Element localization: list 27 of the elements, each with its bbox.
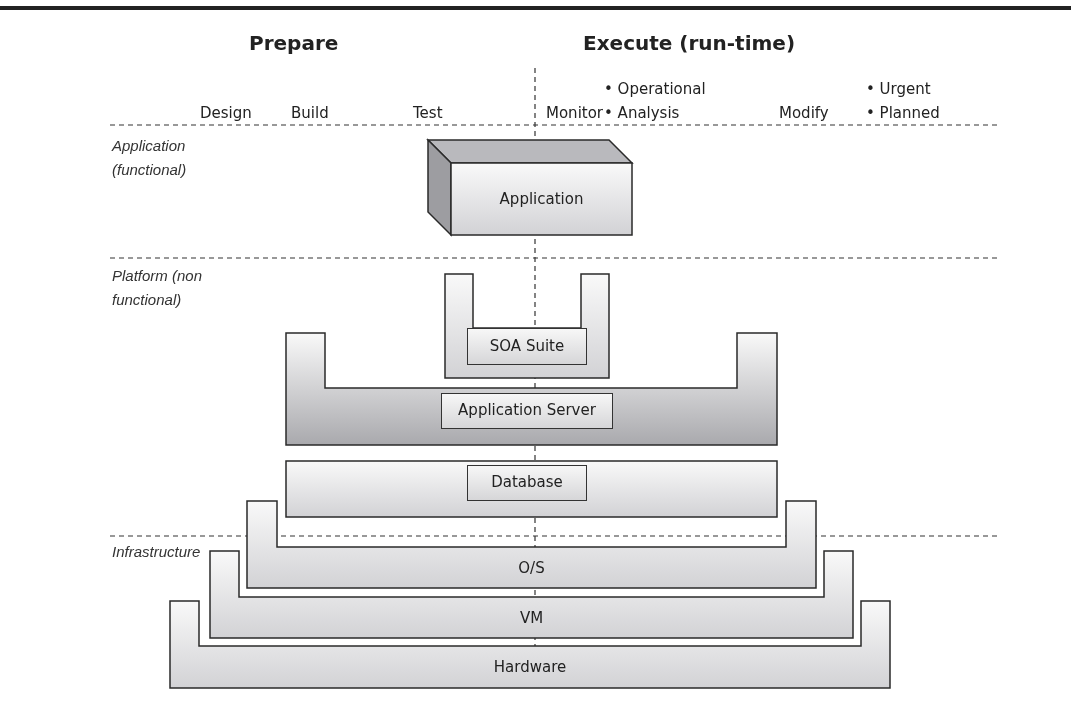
column-label: Design bbox=[200, 104, 252, 122]
layer-nameplate: SOA Suite bbox=[467, 328, 587, 365]
layer-name: Hardware bbox=[492, 657, 568, 677]
layer-name: VM bbox=[518, 607, 545, 628]
u-shaped-layer bbox=[170, 601, 890, 688]
layer-block bbox=[286, 461, 777, 517]
u-shaped-layer bbox=[445, 274, 609, 378]
column-label: Modify bbox=[779, 104, 829, 122]
layer-heading: Platform (non functional) bbox=[112, 266, 204, 310]
layer-heading: Application (functional) bbox=[112, 136, 188, 180]
layer-name: O/S bbox=[517, 557, 546, 578]
layer-nameplate: Database bbox=[467, 465, 587, 501]
column-heading: Execute (run-time) bbox=[583, 34, 796, 52]
column-label: • Operational bbox=[604, 80, 706, 98]
column-label: Monitor bbox=[546, 104, 604, 122]
layer-name: Application bbox=[498, 189, 585, 209]
layer-nameplate: Application Server bbox=[441, 393, 613, 429]
layer-heading: Infrastructure bbox=[112, 542, 202, 562]
column-label: • Planned bbox=[866, 104, 940, 122]
column-label: Build bbox=[291, 104, 329, 122]
u-shaped-layer bbox=[247, 501, 816, 588]
column-label: • Urgent bbox=[866, 80, 931, 98]
u-shaped-layer bbox=[210, 551, 853, 638]
column-label: Test bbox=[413, 104, 443, 122]
column-heading: Prepare bbox=[249, 34, 339, 52]
column-label: • Analysis bbox=[604, 104, 680, 122]
u-shaped-layer bbox=[286, 333, 777, 445]
